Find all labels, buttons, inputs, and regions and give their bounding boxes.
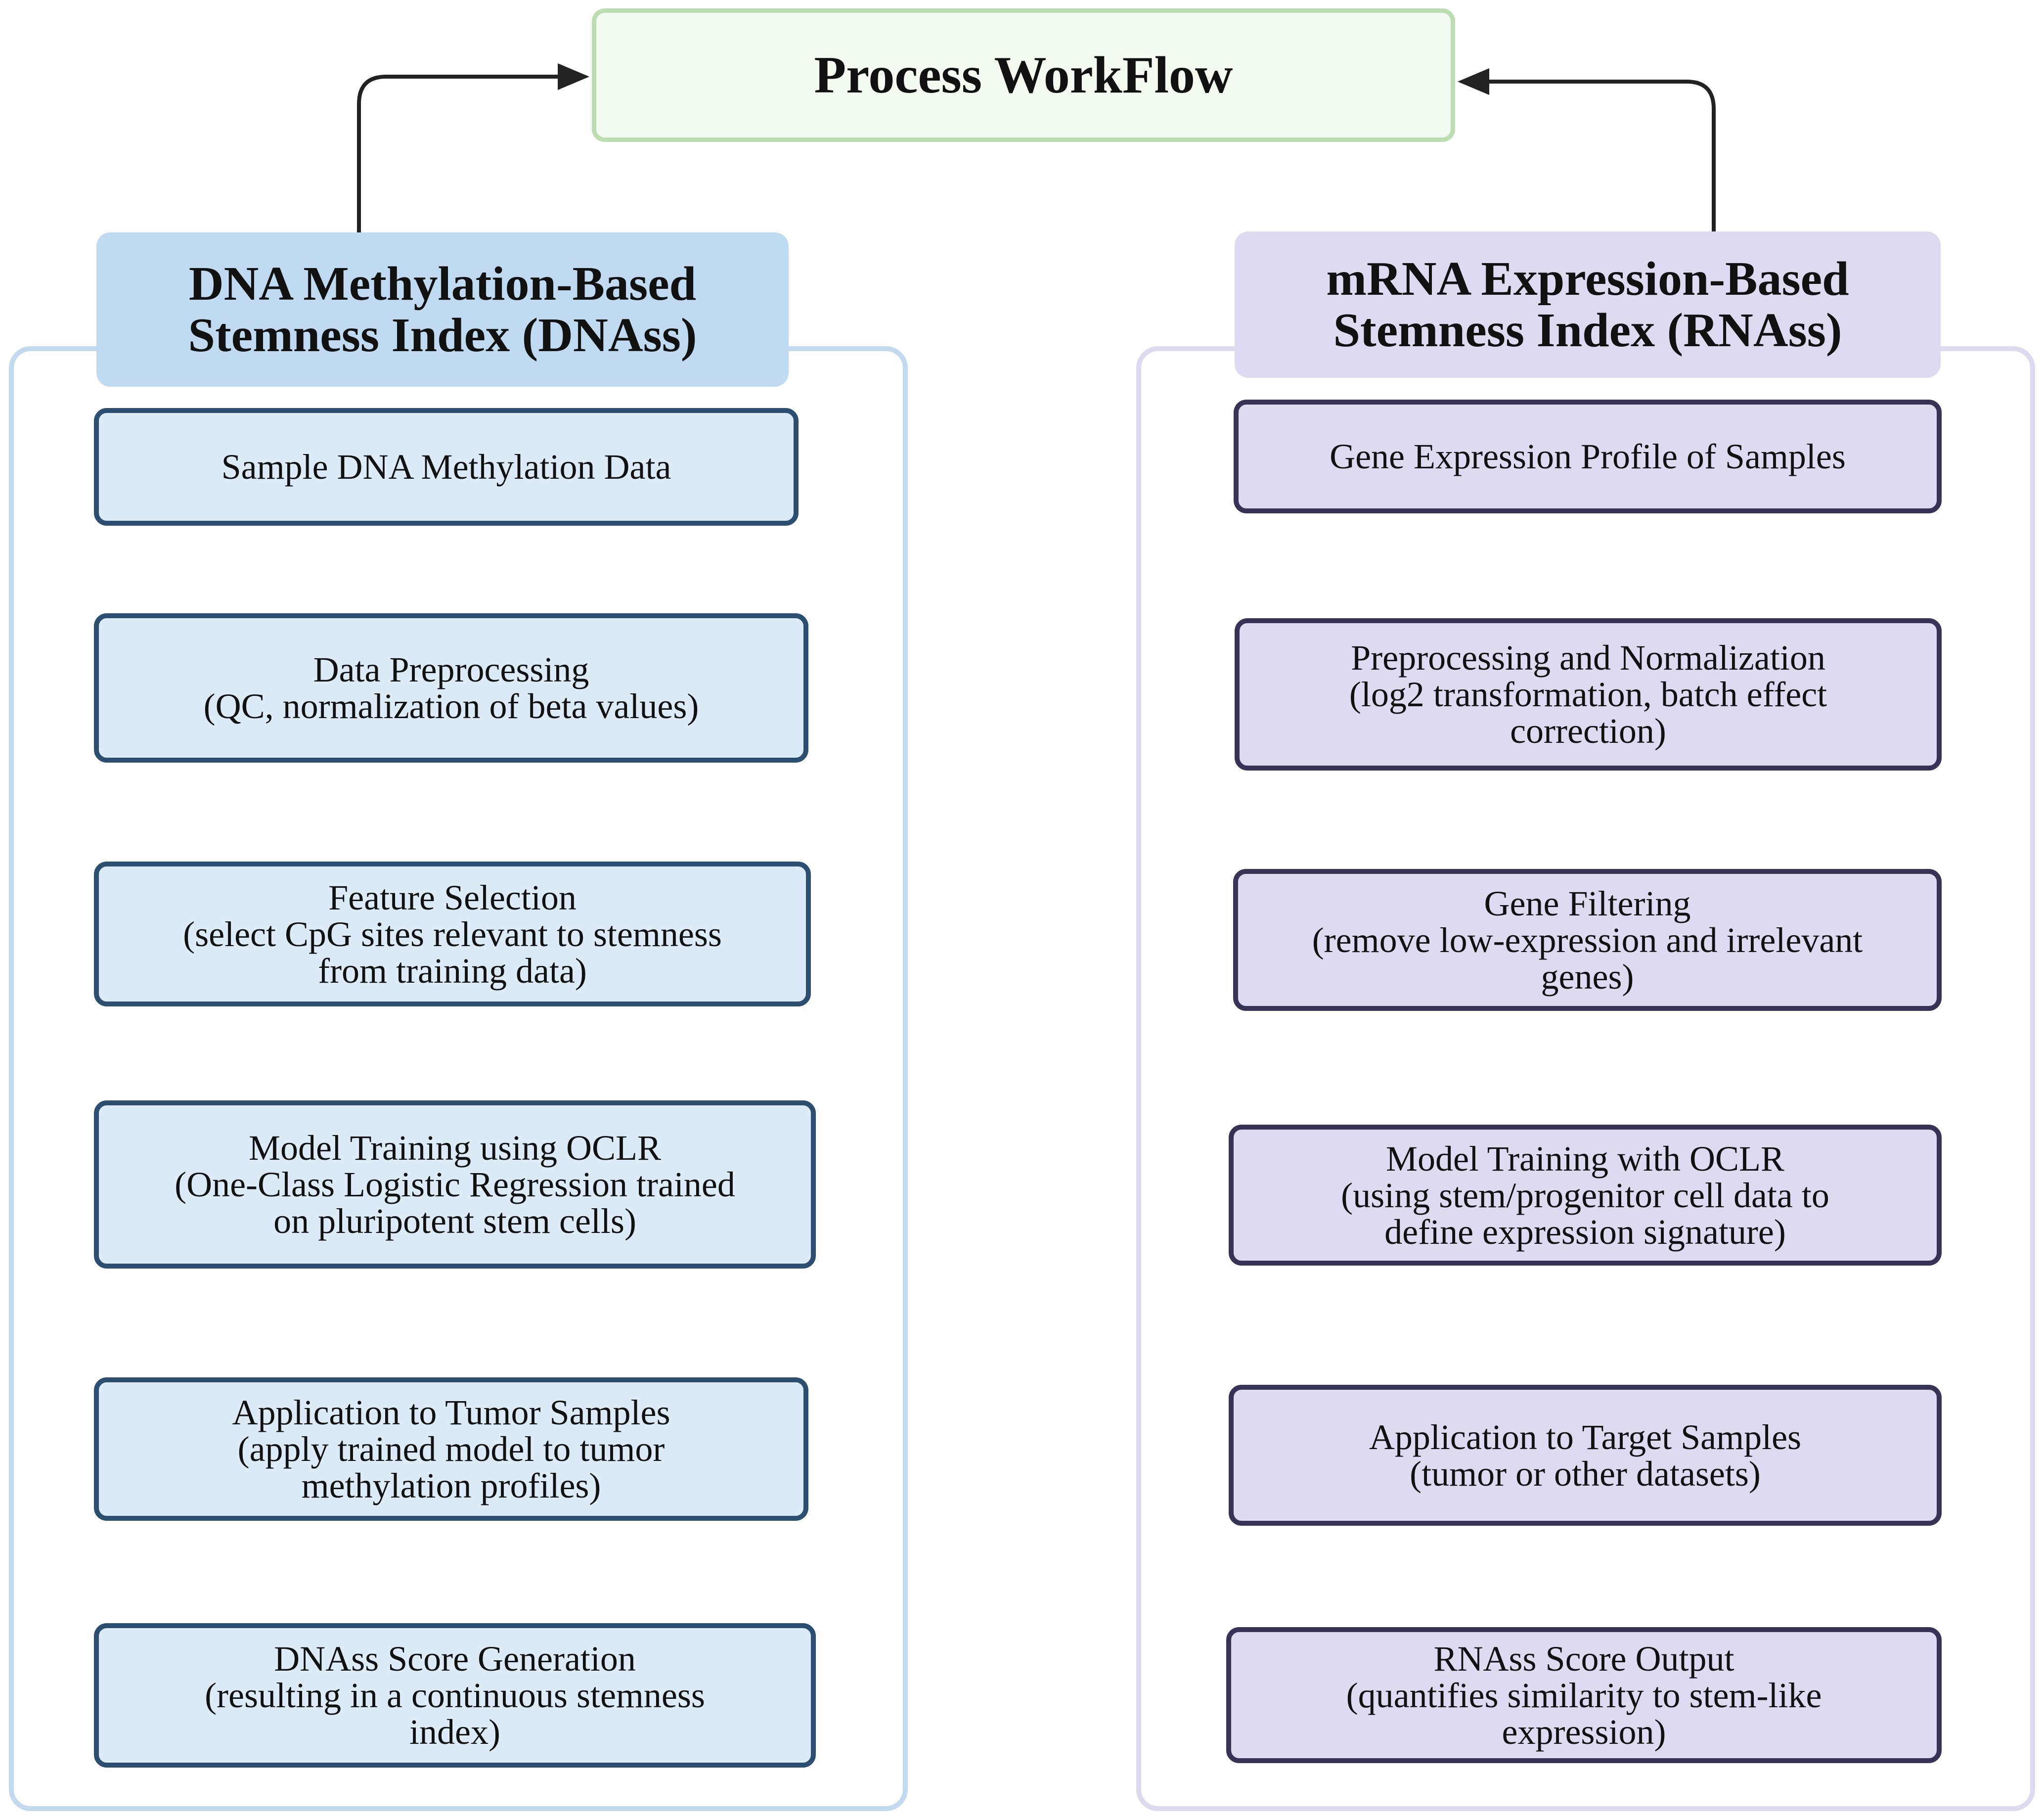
rnass-step-2-title: Preprocessing and Normalization	[1351, 638, 1825, 678]
dnass-step-6: DNAss Score Generation (resulting in a c…	[94, 1623, 816, 1768]
left-to-title-connector	[357, 75, 569, 232]
dnass-header-line-2: Stemness Index (DNAss)	[188, 309, 697, 362]
rnass-step-3-detail-1: (remove low-expression and irrelevant	[1312, 920, 1863, 960]
rnass-step-4-detail-1: (using stem/progenitor cell data to	[1341, 1175, 1829, 1215]
dnass-step-6-detail-1: (resulting in a continuous stemness	[205, 1676, 705, 1715]
rnass-step-2-detail-1: (log2 transformation, batch effect	[1349, 675, 1827, 714]
dnass-step-5-title: Application to Tumor Samples	[232, 1393, 670, 1432]
dnass-step-6-detail-2: index)	[409, 1712, 500, 1752]
rnass-header-line-2: Stemness Index (RNAss)	[1333, 304, 1842, 357]
rnass-step-5: Application to Target Samples (tumor or …	[1229, 1385, 1942, 1526]
dnass-step-3-detail-2: from training data)	[318, 951, 587, 991]
dnass-step-3-title: Feature Selection	[328, 877, 577, 917]
rnass-step-1-title: Gene Expression Profile of Samples	[1330, 437, 1846, 476]
right-to-title-arrowhead	[1458, 68, 1489, 95]
dnass-step-5: Application to Tumor Samples (apply trai…	[94, 1377, 808, 1521]
dnass-step-5-detail-1: (apply trained model to tumor	[237, 1429, 665, 1469]
rnass-step-5-detail-1: (tumor or other datasets)	[1410, 1454, 1761, 1494]
rnass-step-6-detail-1: (quantifies similarity to stem-like	[1346, 1675, 1822, 1715]
dnass-step-2-title: Data Preprocessing	[313, 650, 589, 689]
rnass-step-3-title: Gene Filtering	[1484, 883, 1691, 923]
dnass-step-4: Model Training using OCLR (One-Class Log…	[94, 1100, 816, 1269]
dnass-step-3-detail-1: (select CpG sites relevant to stemness	[183, 914, 722, 954]
rnass-header-line-1: mRNA Expression-Based	[1326, 252, 1849, 306]
rnass-step-5-title: Application to Target Samples	[1369, 1417, 1802, 1457]
rnass-step-6-title: RNAss Score Output	[1433, 1638, 1734, 1679]
rnass-step-2: Preprocessing and Normalization (log2 tr…	[1235, 618, 1942, 771]
rnass-step-4-title: Model Training with OCLR	[1385, 1138, 1785, 1179]
rnass-step-3-detail-2: genes)	[1541, 956, 1634, 997]
rnass-step-4: Model Training with OCLR (using stem/pro…	[1229, 1125, 1942, 1266]
process-workflow-title: Process WorkFlow	[592, 8, 1455, 142]
rnass-step-6-detail-2: expression)	[1502, 1712, 1666, 1752]
right-to-title-connector	[1483, 80, 1716, 232]
dnass-step-2-detail-1: (QC, normalization of beta values)	[203, 686, 699, 726]
dnass-step-3: Feature Selection (select CpG sites rele…	[94, 862, 811, 1006]
dnass-step-6-title: DNAss Score Generation	[274, 1639, 636, 1679]
rnass-step-2-detail-2: correction)	[1510, 711, 1666, 751]
rnass-header: mRNA Expression-Based Stemness Index (RN…	[1235, 231, 1941, 378]
rnass-panel	[1136, 346, 2035, 1811]
rnass-step-6: RNAss Score Output (quantifies similarit…	[1226, 1627, 1942, 1763]
rnass-step-3: Gene Filtering (remove low-expression an…	[1233, 869, 1942, 1011]
dnass-panel	[9, 346, 908, 1811]
dnass-step-2: Data Preprocessing (QC, normalization of…	[94, 613, 808, 763]
dnass-step-4-detail-2: on pluripotent stem cells)	[273, 1201, 636, 1241]
dnass-step-4-title: Model Training using OCLR	[248, 1128, 662, 1168]
dnass-header: DNA Methylation-Based Stemness Index (DN…	[96, 232, 789, 387]
dnass-step-5-detail-2: methylation profiles)	[301, 1466, 601, 1505]
rnass-step-4-detail-2: define expression signature)	[1384, 1212, 1786, 1252]
dnass-step-1: Sample DNA Methylation Data	[94, 408, 799, 526]
dnass-header-line-1: DNA Methylation-Based	[188, 257, 697, 311]
rnass-step-1: Gene Expression Profile of Samples	[1234, 400, 1942, 513]
left-to-title-arrowhead	[558, 63, 589, 90]
dnass-step-4-detail-1: (One-Class Logistic Regression trained	[175, 1165, 735, 1204]
dnass-step-1-title: Sample DNA Methylation Data	[221, 447, 671, 487]
